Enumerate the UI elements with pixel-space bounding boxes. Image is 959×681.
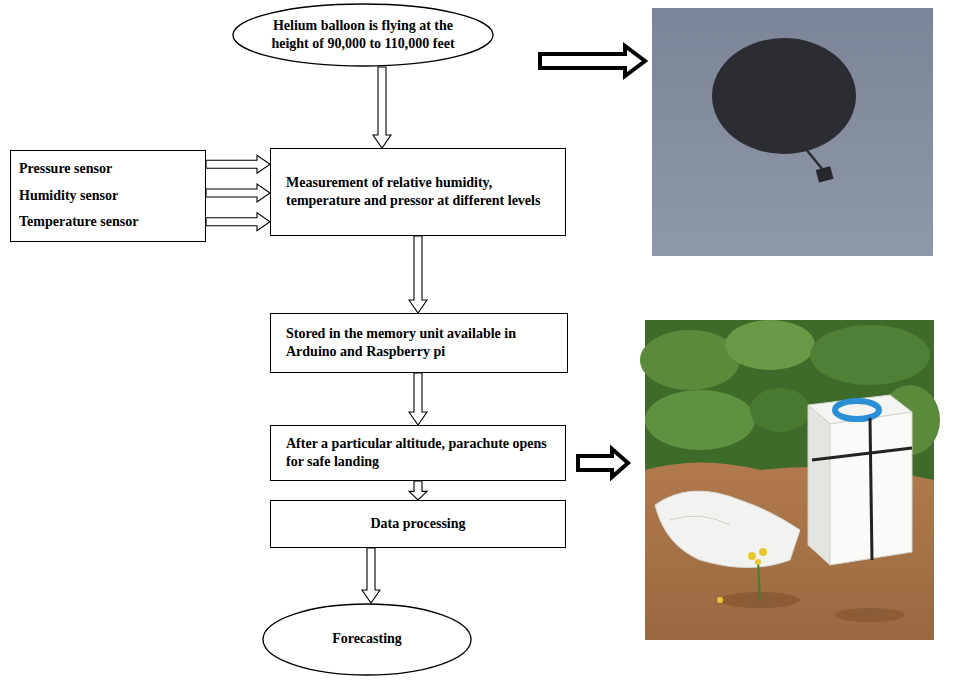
node-text: Helium balloon is flying at the height o…: [254, 17, 472, 53]
node-text: Stored in the memory unit available in A…: [286, 325, 552, 361]
node-content: Measurement of relative humidity, temper…: [271, 149, 565, 235]
balloon-photo: [652, 8, 933, 256]
node-content: Helium balloon is flying at the height o…: [232, 3, 494, 67]
hollow-arrow: [409, 373, 427, 425]
process-box: Measurement of relative humidity, temper…: [270, 148, 566, 236]
ellipse-outline: [232, 3, 494, 67]
hollow-arrow: [362, 548, 380, 603]
node-text: Data processing: [370, 515, 465, 533]
process-box: After a particular altitude, parachute o…: [270, 425, 566, 481]
hollow-arrow: [373, 67, 391, 148]
hollow-arrow: [206, 184, 270, 202]
node-content: After a particular altitude, parachute o…: [271, 426, 565, 480]
node-content: Forecasting: [262, 603, 472, 676]
start-ellipse: Helium balloon is flying at the height o…: [232, 3, 494, 67]
ellipse-shape: [263, 604, 471, 675]
process-box: Stored in the memory unit available in A…: [270, 313, 568, 373]
node-text: Pressure sensor: [19, 156, 112, 183]
landing-photo: [640, 320, 940, 640]
sensor-box: Pressure sensorHumidity sensorTemperatur…: [10, 150, 206, 242]
pointer-arrow: [578, 449, 628, 477]
node-content: Pressure sensorHumidity sensorTemperatur…: [11, 151, 205, 241]
hollow-arrow: [409, 481, 427, 500]
node-text: Forecasting: [332, 630, 402, 648]
hollow-arrow: [206, 155, 270, 173]
process-box: Data processing: [270, 500, 566, 548]
hollow-arrow: [409, 236, 427, 313]
node-text: After a particular altitude, parachute o…: [286, 435, 550, 471]
node-content: Stored in the memory unit available in A…: [271, 314, 567, 372]
node-text: Measurement of relative humidity, temper…: [286, 174, 550, 210]
end-ellipse: Forecasting: [262, 603, 472, 676]
node-text: Humidity sensor: [19, 183, 118, 210]
pointer-arrow: [540, 46, 645, 76]
ellipse-shape: [233, 4, 493, 66]
node-text: Temperature sensor: [19, 209, 138, 236]
node-content: Data processing: [271, 501, 565, 547]
hollow-arrow: [206, 213, 270, 231]
